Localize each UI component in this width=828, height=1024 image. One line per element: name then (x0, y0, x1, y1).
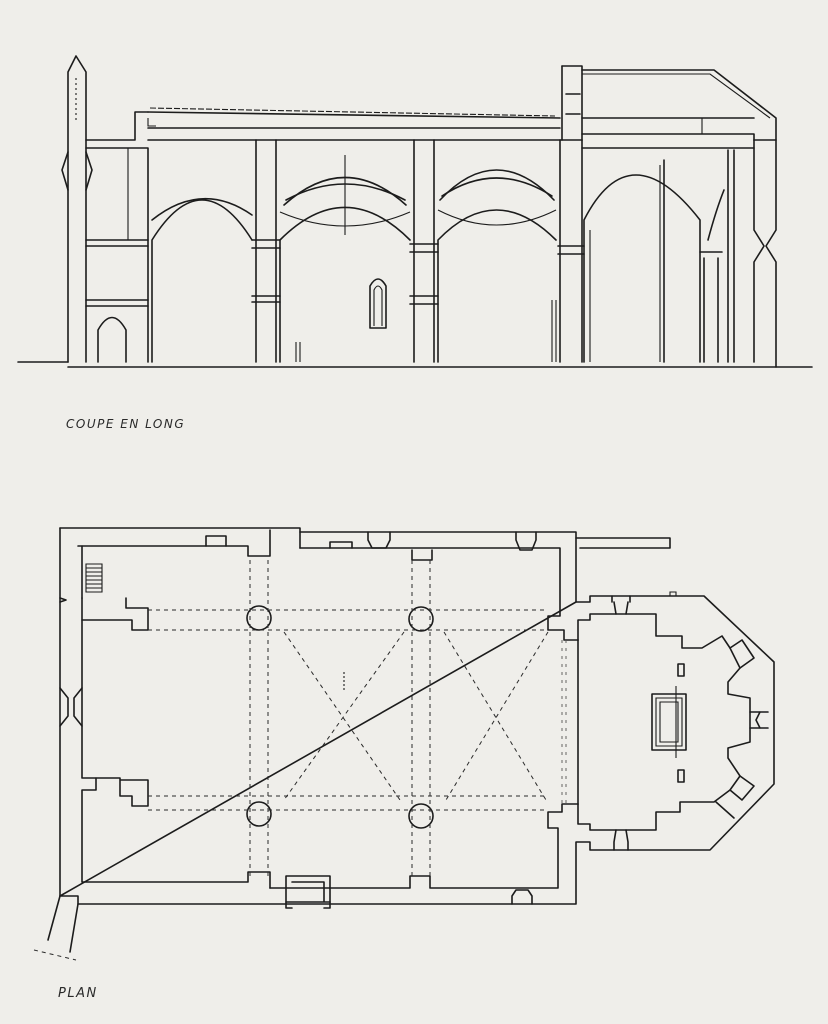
plan-caption: PLAN (58, 986, 98, 1001)
section-caption: COUPE EN LONG (66, 417, 186, 431)
altar (651, 663, 687, 783)
vault-ribs (148, 560, 567, 880)
nave-piers (251, 139, 585, 363)
plan-piers (246, 605, 434, 829)
